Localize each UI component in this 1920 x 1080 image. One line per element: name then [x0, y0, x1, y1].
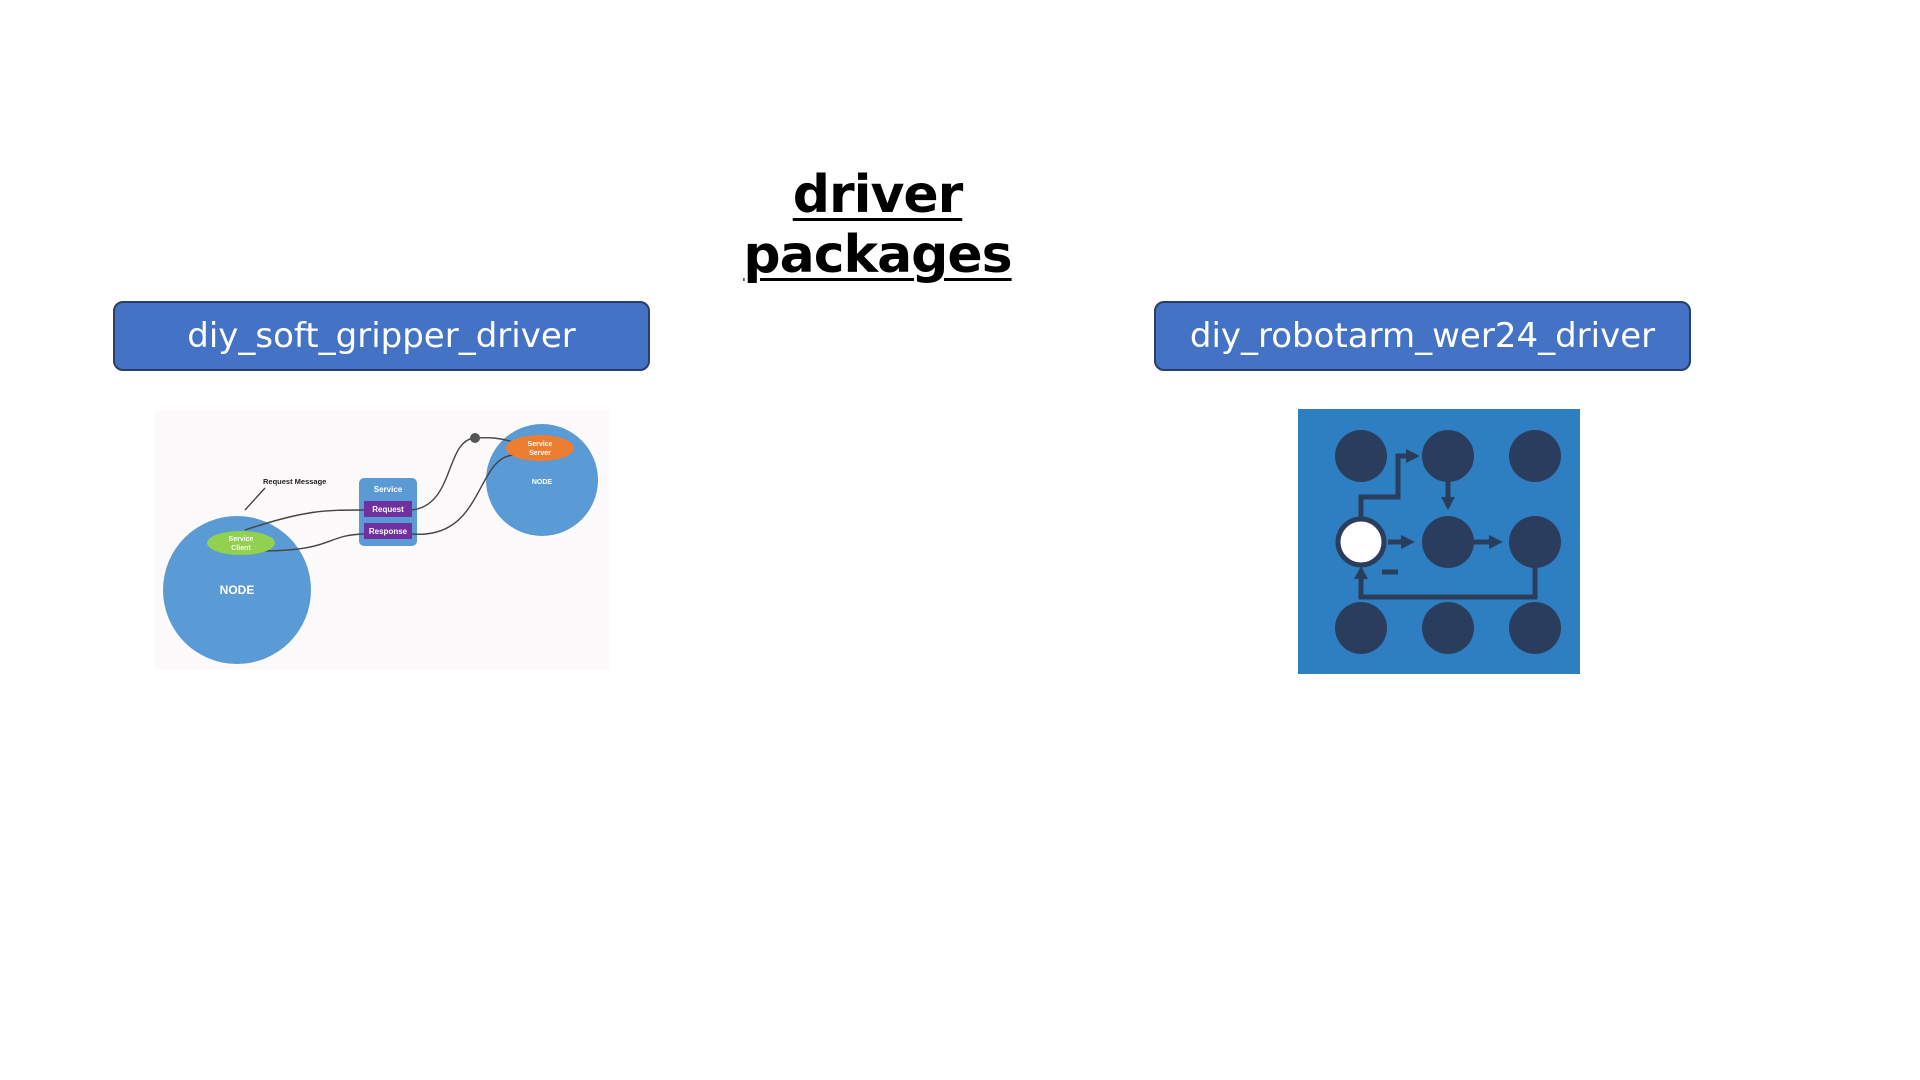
- response-to-client-line: [264, 533, 365, 552]
- client-node-circle: [163, 516, 311, 664]
- request-message-pointer: [244, 487, 266, 511]
- request-box: [364, 501, 412, 517]
- service-client-ellipse: [207, 531, 275, 555]
- edge-feedback-loop: [1358, 564, 1538, 600]
- response-label: Response: [369, 527, 408, 536]
- network-nodes: [1335, 430, 1561, 654]
- server-to-response-line: [411, 454, 516, 535]
- request-message-label: Request Message: [263, 477, 326, 486]
- service-server-ellipse: [506, 435, 574, 461]
- service-client-label-line1: Service: [229, 536, 254, 543]
- package-box-soft-gripper: diy_soft_gripper_driver: [113, 301, 650, 371]
- package-box-robotarm: diy_robotarm_wer24_driver: [1154, 301, 1691, 371]
- server-node-label: NODE: [532, 479, 553, 486]
- network-arrowheads: [1354, 449, 1503, 579]
- slide-title: driver packages: [743, 165, 1012, 285]
- service-server-label-line2: Server: [529, 450, 551, 457]
- connection-lines: [244, 436, 516, 552]
- service-diagram-figure: NODE NODE Service Request Response Se: [155, 410, 610, 670]
- service-client-label-line2: Client: [231, 545, 251, 552]
- network-edges: [1358, 453, 1538, 600]
- network-graph-figure: [1298, 409, 1580, 674]
- client-to-request-line: [244, 509, 365, 531]
- edge-center-to-top-mid: [1358, 453, 1408, 539]
- client-node-label: NODE: [220, 583, 255, 597]
- service-server-label-line1: Service: [528, 441, 553, 448]
- service-label: Service: [374, 485, 403, 494]
- highlighted-node: [1335, 516, 1387, 568]
- service-diagram: NODE NODE Service Request Response Se: [163, 424, 598, 664]
- response-box: [364, 523, 412, 539]
- request-label: Request: [372, 505, 404, 514]
- network-graph-icon: [1298, 409, 1580, 674]
- request-to-server-line: [411, 436, 514, 511]
- connection-dot: [470, 433, 480, 443]
